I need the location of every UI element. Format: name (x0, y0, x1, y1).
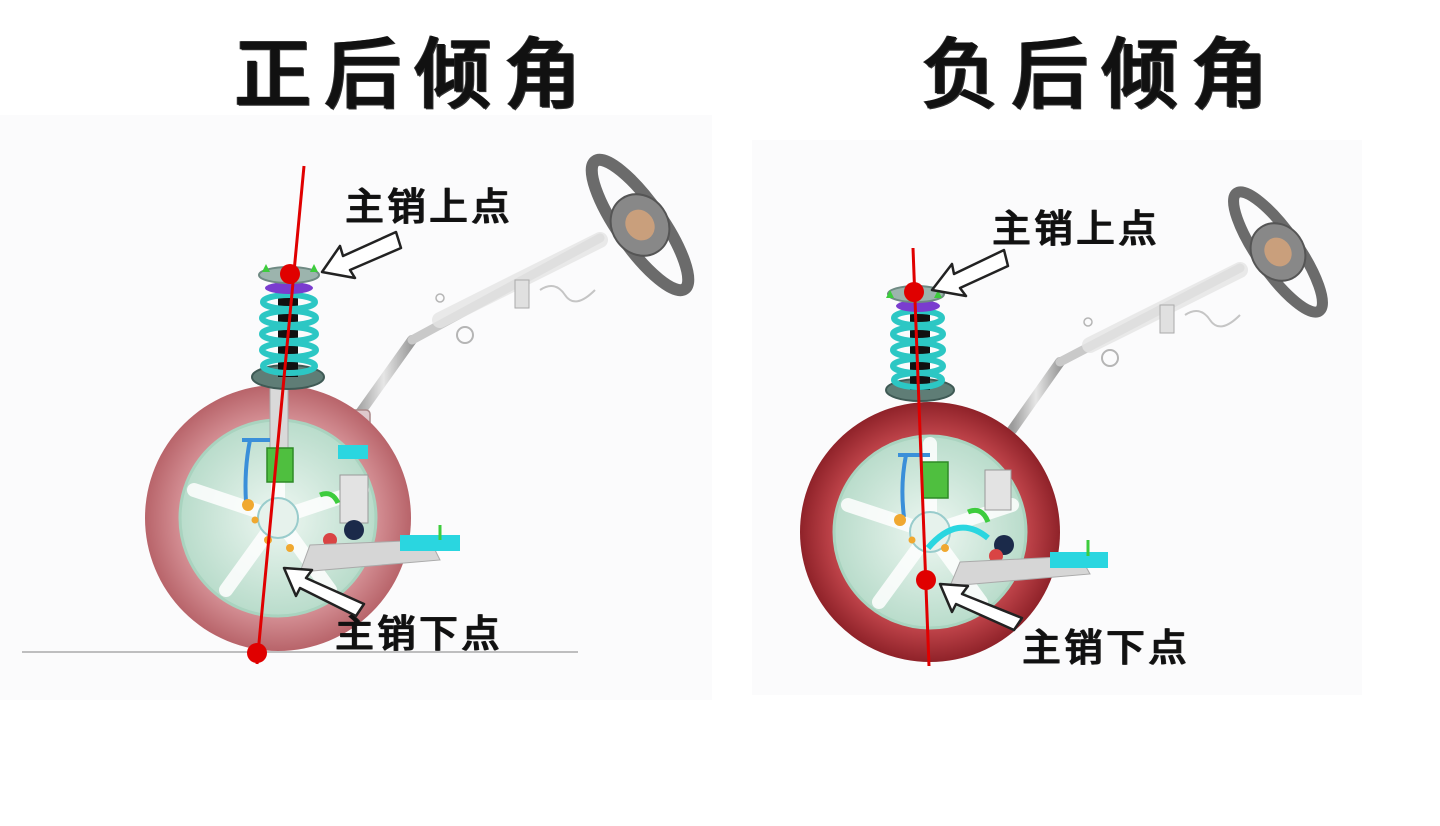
right-upper-point-label: 主销上点 (992, 206, 1161, 251)
left-kingpin-upper-point (280, 264, 300, 284)
left-kingpin-axis (255, 165, 306, 665)
steering-wheel-icon (585, 153, 695, 297)
right-kingpin-lower-point (916, 570, 936, 590)
right-hub-parts (894, 453, 1108, 587)
left-hub-parts (242, 438, 460, 573)
right-panel-title: 负后倾角 (922, 30, 1282, 119)
right-lower-point-label: 主销下点 (1022, 625, 1191, 670)
right-lower-arrow-icon (938, 582, 1024, 632)
right-strut (885, 285, 955, 402)
left-upper-point-label: 主销上点 (345, 184, 514, 229)
steering-column (347, 232, 608, 441)
left-kingpin-lower-point (247, 643, 267, 663)
right-suspension-assembly (800, 186, 1328, 667)
right-upper-arrow-icon (930, 248, 1010, 298)
steering-column (1007, 262, 1248, 435)
left-lower-point-label: 主销下点 (335, 611, 504, 656)
steering-wheel-icon (1228, 186, 1328, 318)
left-upper-arrow-icon (320, 230, 403, 280)
left-lower-arrow-icon (282, 566, 366, 618)
left-panel-title: 正后倾角 (235, 30, 595, 119)
right-kingpin-upper-point (904, 282, 924, 302)
right-kingpin-axis (911, 247, 931, 667)
left-suspension-assembly (22, 153, 695, 665)
